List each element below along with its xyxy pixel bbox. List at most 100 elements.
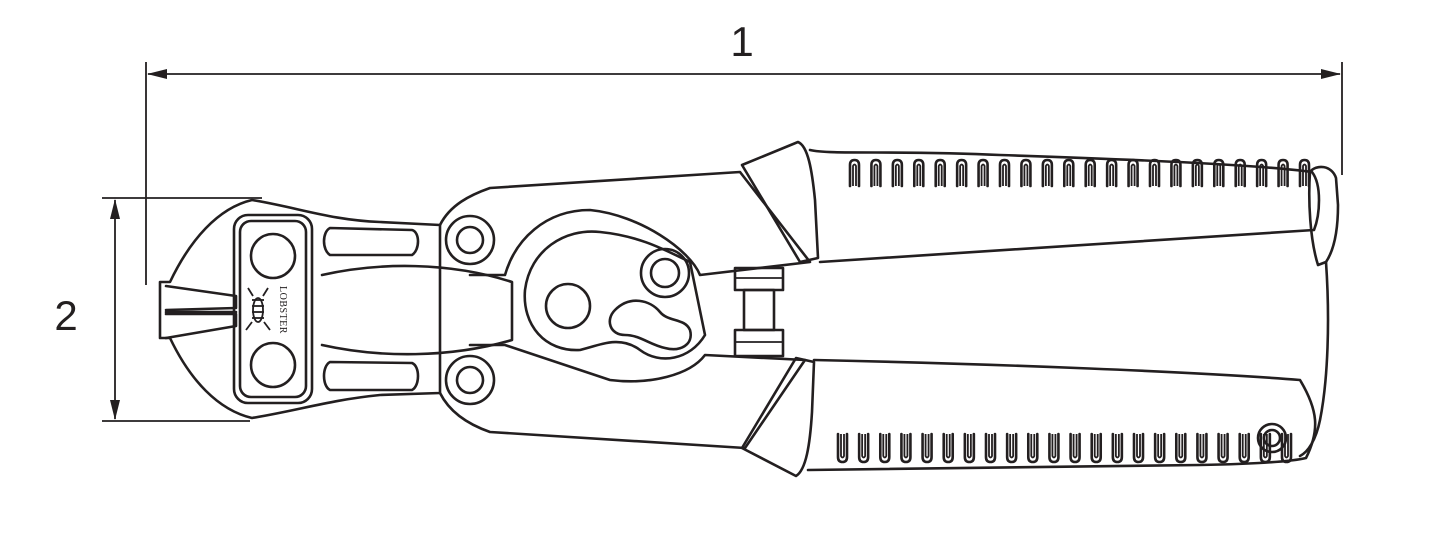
grip-rib xyxy=(998,158,1011,188)
jaw-slot-upper xyxy=(322,226,420,257)
grip-rib-inner xyxy=(980,163,986,186)
grip-rib xyxy=(1127,158,1139,188)
lower-arm xyxy=(438,343,807,450)
jaw-pivot-lower xyxy=(249,341,297,389)
grip-rib-inner xyxy=(1220,434,1226,459)
grip-rib-inner xyxy=(894,163,900,186)
grip-rib-inner xyxy=(1093,434,1099,459)
grip-rib xyxy=(900,432,912,464)
grip-rib xyxy=(1084,158,1097,188)
jaw-throat xyxy=(320,264,514,356)
jaw-side-plate-inner xyxy=(238,219,308,399)
jaw-head: LOBSTER xyxy=(158,198,514,420)
grip-rib xyxy=(1041,158,1054,188)
grip-rib xyxy=(1174,432,1187,464)
grip-rib xyxy=(870,158,882,188)
grip-rib-inner xyxy=(852,163,857,186)
grip-rib xyxy=(878,432,891,464)
upper-handle-ferrule xyxy=(740,140,820,264)
grip-rib xyxy=(1234,158,1247,188)
grip-rib-inner xyxy=(1051,434,1057,459)
grip-rib-inner xyxy=(1280,163,1286,186)
lower-arm-pivot-inner xyxy=(455,365,485,395)
lanyard-hole xyxy=(1256,422,1288,454)
grip-rib-inner xyxy=(1237,163,1243,186)
linkage-pivot-right-inner xyxy=(649,257,681,289)
lower-grip-ribs xyxy=(836,432,1293,464)
grip-rib-inner xyxy=(1259,163,1265,186)
grip-rib-inner xyxy=(873,163,879,186)
lower-handle-grip xyxy=(806,358,1317,472)
grip-rib-inner xyxy=(1109,163,1115,186)
grip-rib-inner xyxy=(966,434,972,459)
grip-rib xyxy=(1280,432,1293,464)
upper-handle-grip xyxy=(808,148,1321,264)
grip-rib-inner xyxy=(959,163,965,186)
grip-rib xyxy=(1170,158,1182,188)
upper-arm xyxy=(438,170,812,277)
grip-rib xyxy=(1277,158,1289,188)
grip-rib xyxy=(1217,432,1229,464)
grip-rib-inner xyxy=(840,434,845,459)
grip-rib xyxy=(912,158,925,188)
grip-rib-inner xyxy=(1241,434,1247,459)
grip-rib xyxy=(1238,432,1251,464)
upper-arm-pivot-inner xyxy=(455,225,485,255)
grip-rib-inner xyxy=(1216,163,1222,186)
grip-rib xyxy=(891,158,904,188)
grip-rib-inner xyxy=(1114,434,1120,459)
jaw-slot-lower xyxy=(322,360,420,392)
grip-rib xyxy=(848,158,861,188)
grip-rib xyxy=(1148,158,1161,188)
lower-handle-ferrule xyxy=(740,356,816,478)
grip-rib-inner xyxy=(861,434,867,459)
grip-rib-inner xyxy=(1130,163,1136,186)
grip-rib xyxy=(1062,158,1075,188)
lower-handle xyxy=(740,260,1330,478)
grip-rib xyxy=(984,432,997,464)
grip-rib-inner xyxy=(945,434,951,459)
grip-rib xyxy=(1132,432,1145,464)
jaw-height-label: 2 xyxy=(54,292,77,339)
grip-rib-inner xyxy=(1072,434,1078,459)
grip-rib xyxy=(1026,432,1039,464)
jaw-blade-lower xyxy=(164,312,238,340)
grip-rib-inner xyxy=(1002,163,1007,186)
grip-rib xyxy=(1048,432,1060,464)
grip-rib xyxy=(1191,158,1204,188)
grip-rib-inner xyxy=(1302,163,1307,186)
linkage-plate xyxy=(523,230,707,360)
grip-rib-inner xyxy=(1194,163,1200,186)
grip-rib xyxy=(1298,158,1311,188)
adjust-bolt-nut xyxy=(733,328,785,358)
adjust-bolt-shank xyxy=(742,288,776,332)
linkage-pivot-right xyxy=(639,247,691,299)
jaw-side-plate xyxy=(232,213,314,405)
grip-rib-inner xyxy=(882,434,888,459)
grip-rib-inner xyxy=(1157,434,1163,459)
linkage xyxy=(523,230,785,360)
grip-rib xyxy=(1259,432,1272,464)
upper-handle xyxy=(740,140,1340,267)
grip-rib-inner xyxy=(1284,434,1289,459)
grip-rib xyxy=(1069,432,1081,464)
jaw-pivot-upper xyxy=(249,232,297,280)
upper-handle-end-cap xyxy=(1307,165,1340,267)
grip-rib xyxy=(1153,432,1166,464)
grip-rib-inner xyxy=(1152,163,1157,186)
grip-rib-inner xyxy=(1199,434,1205,459)
grip-rib xyxy=(942,432,955,464)
grip-rib-inner xyxy=(1173,163,1179,186)
grip-rib-inner xyxy=(903,434,909,459)
grip-rib-inner xyxy=(988,434,993,459)
grip-rib-inner xyxy=(1009,434,1015,459)
grip-rib xyxy=(921,432,933,464)
upper-arm-outline xyxy=(438,170,812,277)
lower-arm-outline xyxy=(438,343,807,450)
linkage-pivot-left xyxy=(544,282,592,330)
grip-rib-inner xyxy=(1087,163,1093,186)
overall-length-label: 1 xyxy=(730,18,753,65)
grip-rib xyxy=(1090,432,1103,464)
grip-rib-inner xyxy=(1066,163,1072,186)
